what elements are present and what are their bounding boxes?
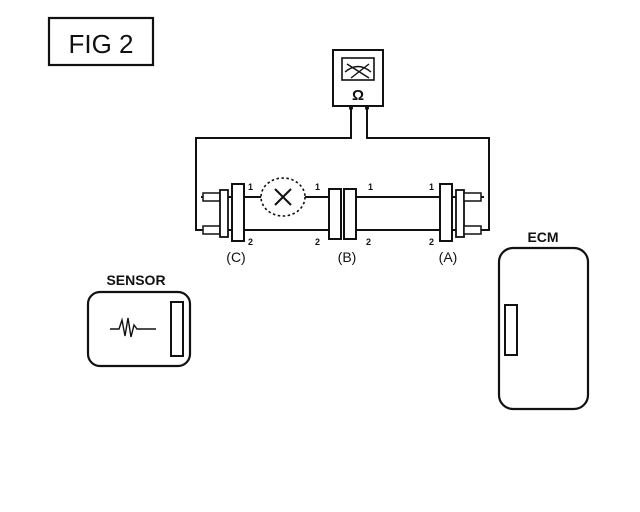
- connector-b-pin-1-left: 1: [315, 182, 320, 192]
- ecm-label: ECM: [527, 229, 558, 245]
- connector-c-label: (C): [226, 249, 245, 265]
- sensor-waveform-icon: [110, 317, 156, 338]
- connector-a: 1 2 (A): [429, 182, 482, 265]
- meter-needle: [346, 63, 370, 79]
- ohm-symbol: Ω: [352, 87, 364, 104]
- open-circuit-marker: [260, 177, 306, 217]
- connector-a-pin-2: 2: [429, 237, 434, 247]
- connector-b-pin-2-left: 2: [315, 237, 320, 247]
- sensor-label: SENSOR: [106, 272, 165, 288]
- ohmmeter: Ω: [332, 49, 384, 110]
- connector-a-label: (A): [439, 249, 458, 265]
- ecm-connector-slot: [504, 304, 518, 356]
- connector-b-pin-1-right: 1: [368, 182, 373, 192]
- meter-test-leads: [195, 108, 490, 231]
- sensor-connector-slot: [170, 301, 184, 357]
- connector-c-pin-1: 1: [248, 182, 253, 192]
- connector-a-pin-1: 1: [429, 182, 434, 192]
- connector-b: 1 1 2 2 (B): [315, 182, 373, 265]
- sensor-unit: SENSOR: [86, 272, 192, 368]
- connector-b-label: (B): [338, 249, 357, 265]
- ecm-unit: ECM: [497, 229, 590, 411]
- figure-title: FIG 2: [68, 29, 133, 59]
- connector-c: 1 2 (C): [202, 182, 253, 265]
- connector-b-pin-2-right: 2: [366, 237, 371, 247]
- figure-title-box: FIG 2: [47, 16, 155, 67]
- meter-scale-arc: [344, 65, 372, 73]
- connector-c-pin-2: 2: [248, 237, 253, 247]
